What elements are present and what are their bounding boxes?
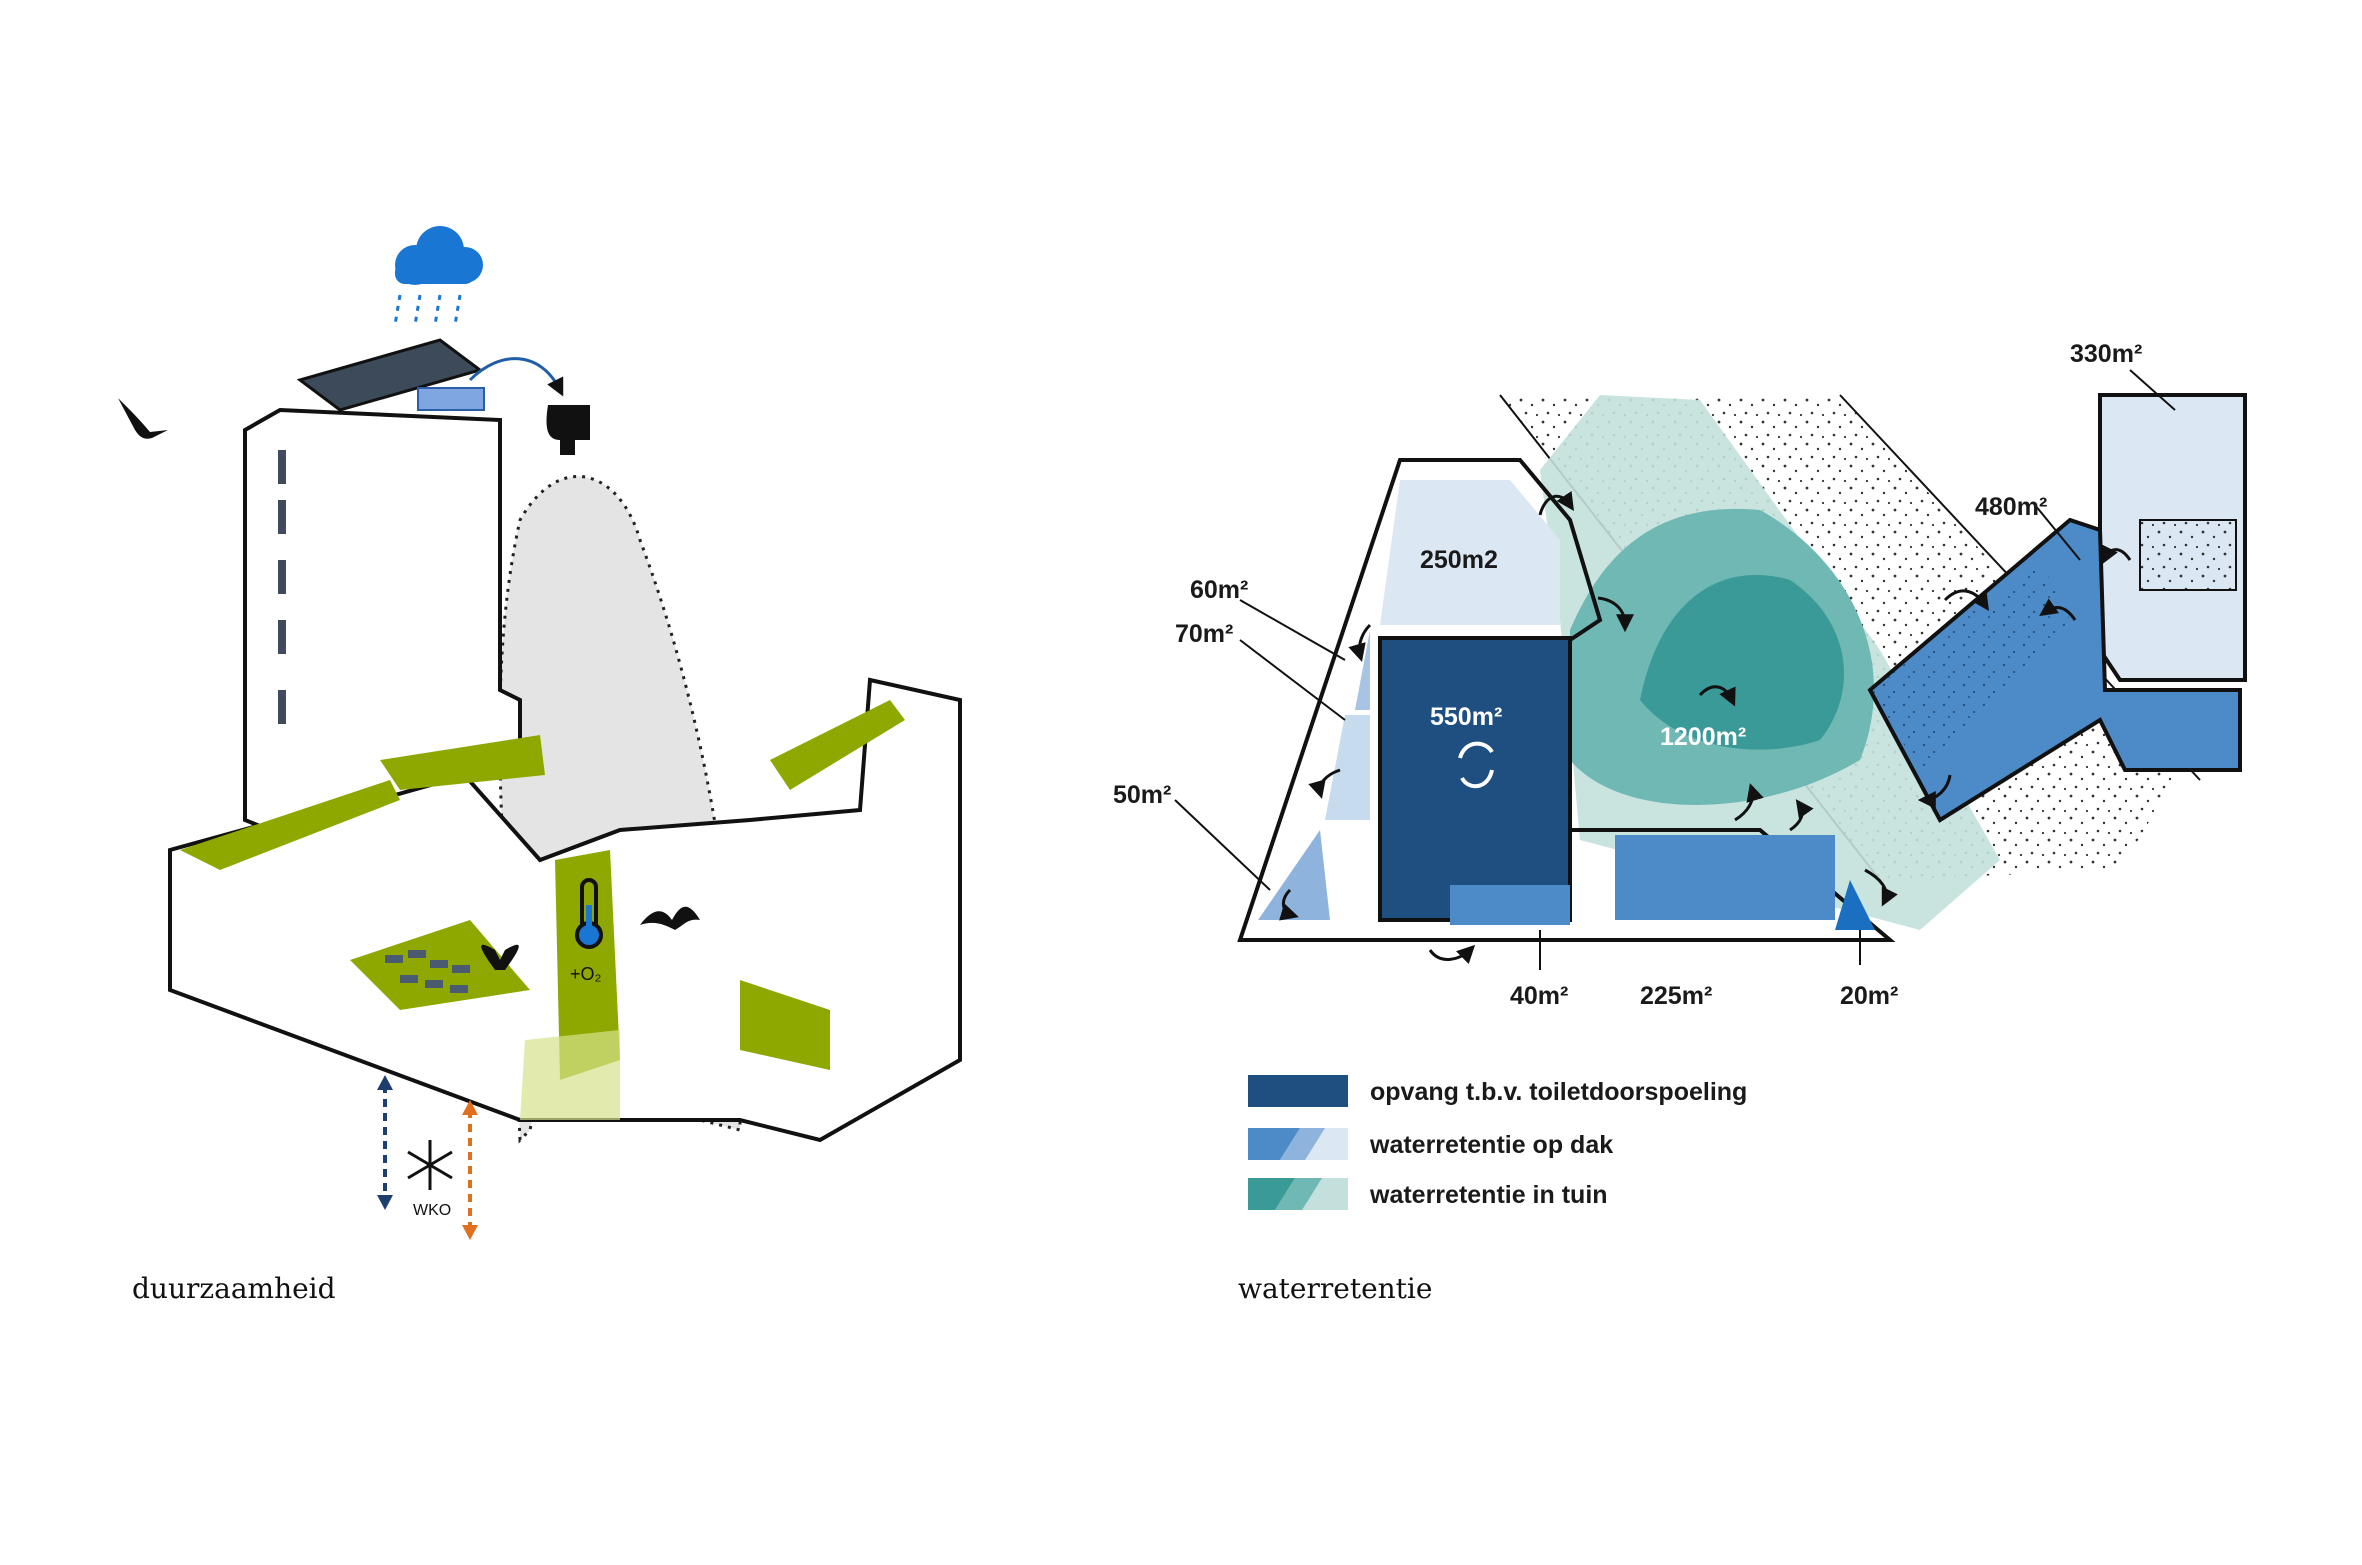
garden-floor <box>520 1030 620 1120</box>
label-70: 70m² <box>1175 620 1233 648</box>
legend-swatch-roof <box>1248 1128 1348 1160</box>
roof-250 <box>1380 480 1560 625</box>
roof-to-toilet-arrow <box>468 357 564 397</box>
butterfly-icon <box>481 944 519 970</box>
o2-label: +O₂ <box>570 964 602 984</box>
right-diagram: 330m² 480m² 250m2 60m² 70m² 550m² 1200m²… <box>1113 340 2247 1210</box>
roof-water-tank <box>417 387 485 411</box>
legend-label-storage: opvang t.b.v. toiletdoorspoeling <box>1370 1078 1747 1106</box>
tower <box>243 407 522 833</box>
label-330: 330m² <box>2070 340 2142 368</box>
leader-lines <box>1174 369 2176 970</box>
legend: opvang t.b.v. toiletdoorspoeling waterre… <box>1248 1075 1747 1210</box>
cloud-icon <box>395 226 483 285</box>
bat-icon <box>640 906 700 930</box>
tower-windows <box>278 450 286 724</box>
legend-label-roof: waterretentie op dak <box>1369 1131 1613 1159</box>
flow-arrows <box>1279 491 2132 964</box>
roof-70 <box>1325 715 1370 820</box>
left-diagram: +O₂ WKO <box>118 226 962 1240</box>
legend-label-garden: waterretentie in tuin <box>1369 1181 1608 1209</box>
roof-50 <box>1258 830 1330 920</box>
bird-icon <box>118 398 168 439</box>
recycle-icon <box>1458 741 1494 789</box>
label-550: 550m² <box>1430 703 1502 731</box>
legend-swatch-storage <box>1248 1075 1348 1107</box>
label-20: 20m² <box>1840 982 1898 1010</box>
legend-swatch-garden <box>1248 1178 1348 1210</box>
roof-480 <box>1867 517 2242 823</box>
thermometer-icon <box>575 878 603 949</box>
roof-550 <box>1378 636 1572 922</box>
label-50: 50m² <box>1113 781 1171 809</box>
roof-60 <box>1355 630 1370 710</box>
toilet-icon <box>546 405 590 455</box>
label-60: 60m² <box>1190 576 1248 604</box>
label-1200: 1200m² <box>1660 723 1746 751</box>
rain-drops <box>393 294 462 326</box>
green-roofs <box>180 700 905 1080</box>
caption-duurzaamheid: duurzaamheid <box>132 1272 336 1305</box>
caption-waterretentie: waterretentie <box>1238 1272 1433 1305</box>
roof-225 <box>1615 835 1835 920</box>
garden-teal-dark <box>1640 575 1844 750</box>
lower-solar-cells <box>385 950 470 993</box>
snowflake-icon <box>407 1140 453 1190</box>
wko-label: WKO <box>413 1202 451 1219</box>
roof-40 <box>1450 885 1570 925</box>
label-225: 225m² <box>1640 982 1712 1010</box>
roof-20 <box>1835 880 1875 930</box>
label-40: 40m² <box>1510 982 1568 1010</box>
label-480: 480m² <box>1975 493 2047 521</box>
label-250: 250m2 <box>1420 546 1498 574</box>
